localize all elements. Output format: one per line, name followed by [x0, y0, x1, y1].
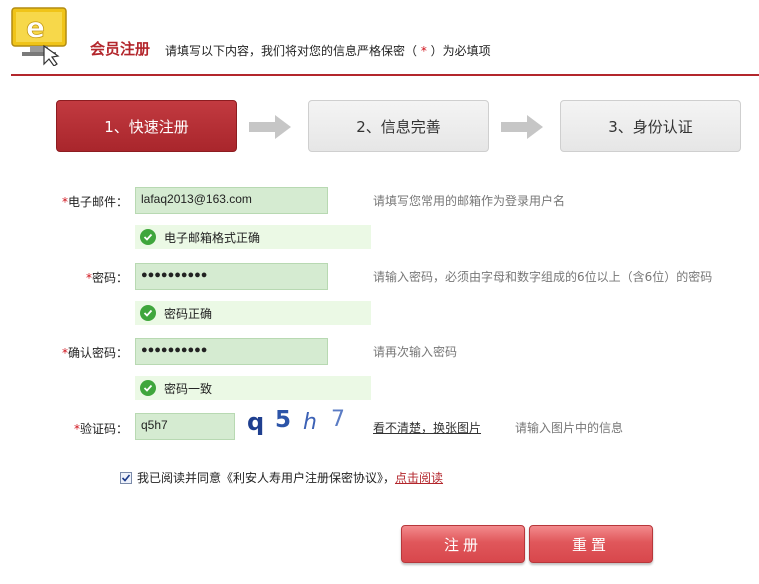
required-star: *	[417, 44, 431, 58]
required-mark: *	[61, 346, 68, 360]
description-text-start: 请填写以下内容，我们将对您的信息严格保密（	[165, 44, 418, 58]
page-title: 会员注册	[90, 40, 151, 58]
confirm-password-label-text: 确认密码：	[67, 346, 128, 360]
confirm-ok-text: 密码一致	[164, 381, 213, 396]
svg-text:e: e	[26, 11, 45, 44]
arrow-right-icon	[501, 115, 543, 139]
required-mark: *	[61, 195, 68, 209]
register-button[interactable]: 注册	[401, 525, 525, 563]
captcha-image[interactable]: q 5 h 7	[245, 405, 355, 441]
check-icon	[140, 380, 156, 396]
arrow-right-icon	[249, 115, 291, 139]
description-text-end: ）为必填项	[430, 44, 491, 58]
password-label-text: 密码：	[91, 271, 128, 285]
captcha-char: h	[303, 410, 317, 435]
captcha-label-text: 验证码：	[79, 422, 128, 436]
email-ok-message: 电子邮箱格式正确	[135, 225, 371, 249]
confirm-password-label: *确认密码：	[0, 344, 128, 361]
confirm-ok-message: 密码一致	[135, 376, 371, 400]
password-hint: 请输入密码，必须由字母和数字组成的6位以上（含6位）的密码	[373, 270, 713, 284]
step-identity-verify: 3、身份认证	[560, 100, 741, 152]
captcha-char: 5	[275, 407, 291, 433]
reset-button[interactable]: 重置	[529, 525, 653, 563]
required-mark: *	[85, 271, 92, 285]
confirm-password-field[interactable]: ●●●●●●●●●●	[135, 338, 328, 365]
refresh-captcha-link[interactable]: 看不清楚，换张图片	[373, 421, 482, 435]
page-description: 请填写以下内容，我们将对您的信息严格保密（ * ）为必填项	[165, 42, 491, 59]
password-field[interactable]: ●●●●●●●●●●	[135, 263, 328, 290]
password-ok-message: 密码正确	[135, 301, 371, 325]
step-complete-info: 2、信息完善	[308, 100, 489, 152]
check-icon	[140, 229, 156, 245]
confirm-password-hint: 请再次输入密码	[373, 345, 458, 359]
agreement-text: 我已阅读并同意《利安人寿用户注册保密协议》，	[137, 471, 396, 485]
read-agreement-link[interactable]: 点击阅读	[395, 471, 444, 485]
email-label: *电子邮件：	[0, 193, 128, 210]
header-divider	[11, 74, 759, 76]
captcha-char: q	[247, 408, 264, 436]
email-hint: 请填写您常用的邮箱作为登录用户名	[373, 194, 566, 208]
step-quick-register: 1、快速注册	[56, 100, 237, 152]
email-field[interactable]: lafaq2013@163.com	[135, 187, 328, 214]
site-logo: e	[10, 4, 70, 67]
check-icon	[140, 305, 156, 321]
email-label-text: 电子邮件：	[67, 195, 128, 209]
agreement-checkbox[interactable]	[120, 471, 132, 484]
captcha-label: *验证码：	[0, 420, 128, 437]
agreement-row: 我已阅读并同意《利安人寿用户注册保密协议》， 点击阅读	[120, 469, 443, 486]
email-ok-text: 电子邮箱格式正确	[164, 230, 261, 245]
password-ok-text: 密码正确	[164, 306, 213, 321]
checkmark-icon	[121, 473, 131, 482]
captcha-char: 7	[331, 407, 345, 432]
required-mark: *	[73, 422, 80, 436]
captcha-hint: 请输入图片中的信息	[515, 421, 624, 435]
captcha-input[interactable]: q5h7	[135, 413, 235, 440]
password-label: *密码：	[0, 269, 128, 286]
